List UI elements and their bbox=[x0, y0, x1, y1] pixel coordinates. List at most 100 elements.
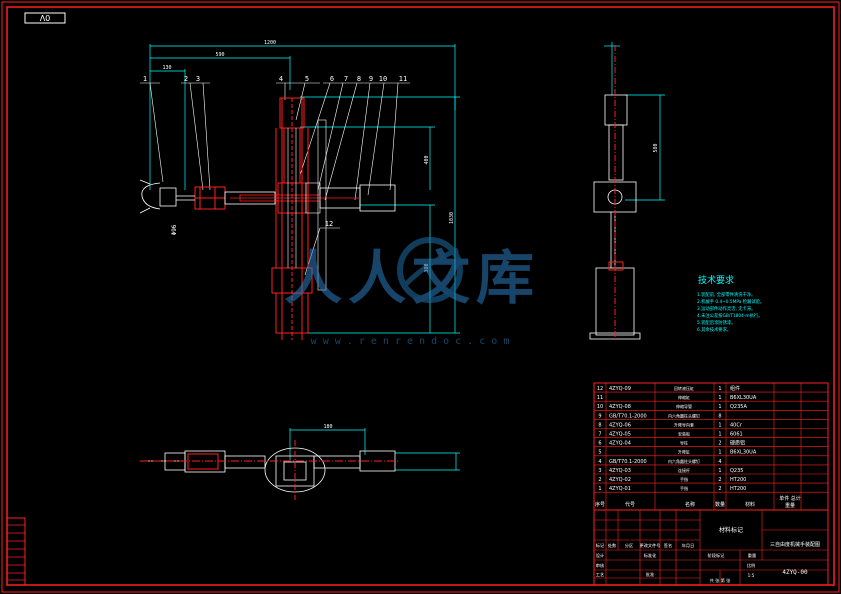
parts-row-qty: 1 bbox=[718, 386, 721, 392]
parts-row-material: B6XL30UA bbox=[730, 450, 757, 456]
parts-row-no: 6 bbox=[598, 441, 601, 447]
dim-diameter: Φ96 bbox=[171, 224, 178, 235]
title-block: 标记 处数 分区 更改文件号 签名 年月日 设计 审核 工艺 批准 标准化 阶段… bbox=[593, 509, 829, 586]
tb-label-zone: 分区 bbox=[625, 542, 633, 549]
inner-frame bbox=[6, 6, 835, 586]
tb-role-approve: 批准 bbox=[646, 571, 654, 578]
dim-mid-vertical: 1030 bbox=[449, 212, 455, 224]
parts-row-name: 安装板 bbox=[678, 431, 690, 437]
dim-upper: 590 bbox=[215, 52, 224, 58]
side-strip-lines bbox=[7, 524, 25, 581]
parts-row-no: 12 bbox=[597, 386, 603, 392]
parts-row-qty: 1 bbox=[718, 395, 721, 401]
tb-stage-label: 阶段标记 bbox=[708, 552, 726, 559]
parts-row-material: 组件 bbox=[730, 385, 740, 392]
tb-material-mark: 材料标记 bbox=[719, 526, 743, 534]
parts-row-code: GB/T70.1-2000 bbox=[609, 413, 647, 419]
parts-row-qty: 1 bbox=[718, 422, 721, 428]
parts-row-qty: 1 bbox=[718, 450, 721, 456]
side-strip bbox=[6, 517, 26, 586]
tech-line-4: 4.未注公差按GB/T1804-m执行。 bbox=[697, 312, 763, 319]
parts-row-material: B6XL30UA bbox=[730, 395, 757, 401]
corner-tag-box bbox=[24, 12, 66, 24]
parts-row-code: 4ZYQ-05 bbox=[609, 432, 631, 438]
parts-row-no: 11 bbox=[597, 395, 603, 401]
callout-4: 4 bbox=[279, 75, 283, 83]
parts-row-no: 7 bbox=[598, 432, 601, 438]
parts-row-qty: 4 bbox=[718, 459, 721, 465]
gripper-cylinder bbox=[194, 186, 226, 210]
parts-row-name: 手指 bbox=[680, 476, 688, 482]
parts-row-material: 硬质铝 bbox=[730, 440, 745, 447]
watermark: 人人文库 w w w . r e n r e n d o c . c o m bbox=[284, 237, 534, 347]
side-view: 580 bbox=[589, 42, 665, 340]
callout-6: 6 bbox=[330, 75, 334, 83]
parts-row-code: 4ZYQ-09 bbox=[609, 386, 631, 392]
tb-scale-value: 1:5 bbox=[748, 573, 755, 578]
parts-row-qty: 1 bbox=[718, 404, 721, 410]
watermark-url: w w w . r e n r e n d o c . c o m bbox=[311, 336, 510, 347]
dim-left: 130 bbox=[162, 65, 171, 71]
parts-row-name: 内六角圆柱头螺钉 bbox=[668, 458, 700, 464]
parts-row-qty: 1 bbox=[718, 468, 721, 474]
callout-7: 7 bbox=[344, 75, 348, 83]
callout-1: 1 bbox=[143, 75, 147, 83]
parts-row-material: HT200 bbox=[730, 486, 746, 492]
parts-header-weight: 单件 总计 bbox=[779, 495, 801, 502]
parts-header-code: 代号 bbox=[625, 501, 635, 508]
parts-row-qty: 1 bbox=[718, 432, 721, 438]
parts-row-no: 2 bbox=[598, 477, 601, 483]
parts-header-no: 序号 bbox=[595, 501, 605, 508]
parts-row-code: 4ZYQ-06 bbox=[609, 422, 631, 428]
tb-label-change: 更改文件号 bbox=[640, 542, 661, 549]
tb-label-mark: 标记 bbox=[596, 542, 605, 549]
parts-row-material: Q235 bbox=[730, 468, 743, 474]
tb-label-sign: 签名 bbox=[664, 542, 672, 549]
horizontal-arm bbox=[176, 184, 396, 212]
parts-row-qty: 8 bbox=[718, 413, 721, 419]
parts-row-no: 8 bbox=[598, 422, 601, 428]
dim-right-vertical: 400 bbox=[424, 155, 430, 164]
parts-row-name: 伸缩导管 bbox=[676, 403, 692, 409]
tb-scale-label: 比例 bbox=[747, 562, 755, 569]
callout-10: 10 bbox=[379, 75, 387, 83]
tech-title: 技术要求 bbox=[698, 274, 734, 286]
plan-view: 180 bbox=[140, 424, 460, 500]
parts-header-weight2: 重量 bbox=[785, 502, 795, 509]
parts-row-no: 3 bbox=[598, 468, 601, 474]
tech-line-2: 2.机械手 0.4~0.5MPa 检漏试验。 bbox=[697, 298, 764, 305]
tb-label-count: 处数 bbox=[608, 542, 617, 549]
parts-row-name: 导柱 bbox=[680, 440, 688, 446]
parts-row-code: 4ZYQ-08 bbox=[609, 404, 631, 410]
parts-row-name: 回转液压缸 bbox=[674, 385, 694, 391]
corner-tag: 0V bbox=[39, 13, 50, 22]
parts-row-qty: 2 bbox=[718, 441, 721, 447]
parts-row-code: 4ZYQ-01 bbox=[609, 486, 631, 492]
parts-row-name: 伸缩缸 bbox=[678, 394, 690, 400]
column-details bbox=[287, 119, 327, 291]
parts-row-no: 9 bbox=[598, 413, 601, 419]
tech-requirements: 技术要求 1.装配前, 全部零件清洗干净。 2.机械手 0.4~0.5MPa 检… bbox=[697, 274, 764, 333]
tb-role-process: 工艺 bbox=[596, 572, 604, 577]
tech-line-3: 3.运动部件动作灵活, 无卡滞。 bbox=[697, 305, 755, 312]
gripper bbox=[139, 179, 177, 214]
parts-row-no: 4 bbox=[598, 459, 601, 465]
parts-row-name: 手指 bbox=[680, 485, 688, 491]
parts-row-no: 1 bbox=[598, 486, 601, 492]
callout-12: 12 bbox=[325, 220, 333, 228]
parts-header-name: 名称 bbox=[685, 501, 695, 508]
dim-side-height: 580 bbox=[653, 143, 659, 152]
tb-drawing-title: 三自由度机械手装配图 bbox=[770, 541, 820, 548]
callout-9: 9 bbox=[369, 75, 373, 83]
parts-row-code: 4ZYQ-02 bbox=[609, 477, 631, 483]
callout-5: 5 bbox=[305, 75, 309, 83]
parts-row-no: 5 bbox=[598, 450, 601, 456]
parts-row-material: Q235A bbox=[730, 404, 747, 410]
callout-11: 11 bbox=[399, 75, 407, 83]
tb-role-review: 审核 bbox=[596, 562, 605, 569]
tb-weight-label: 重量 bbox=[748, 552, 756, 559]
parts-row-material: HT200 bbox=[730, 477, 746, 483]
